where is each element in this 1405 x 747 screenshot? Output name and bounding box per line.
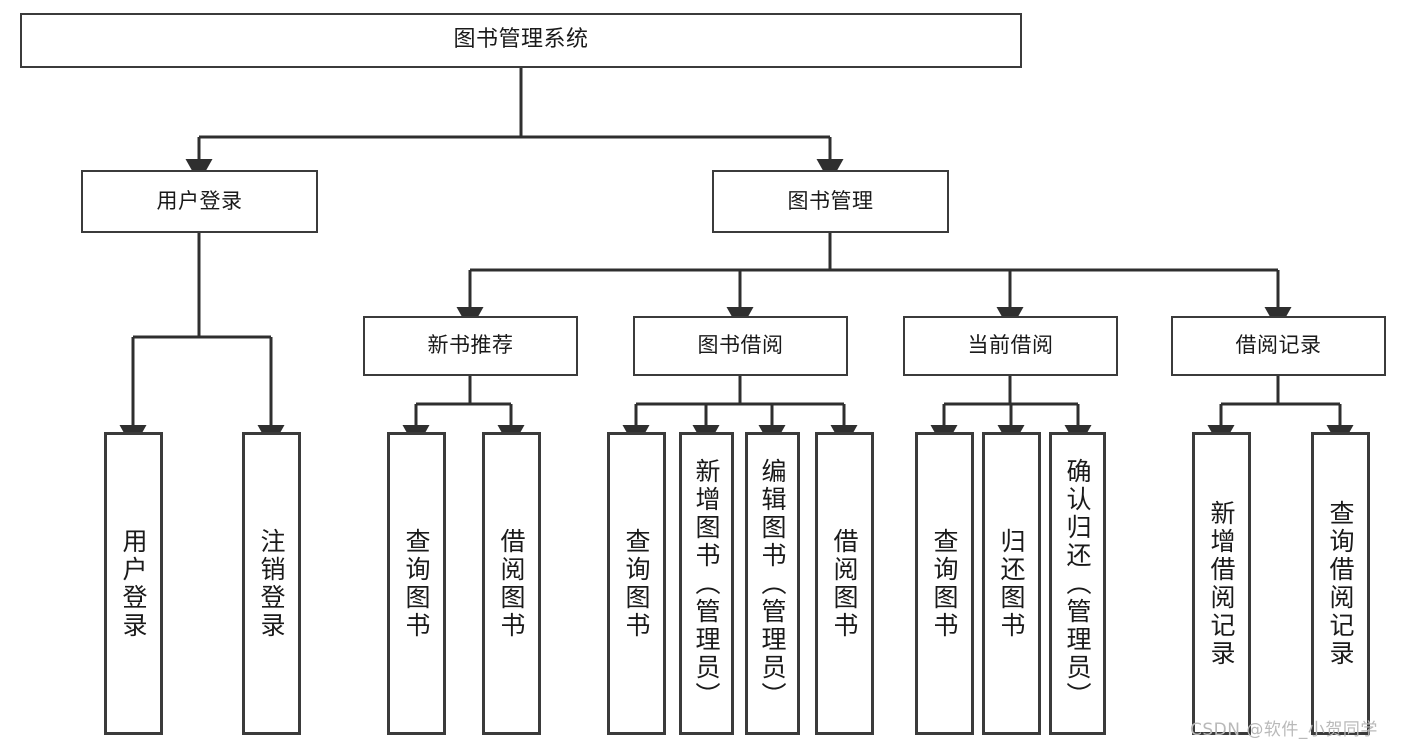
node-label: 借阅记录: [1235, 333, 1322, 358]
node-label: 查询图书: [622, 527, 651, 640]
node-leaf-query-book-borrow[interactable]: 查询图书: [607, 432, 666, 735]
node-label: 新增借阅记录: [1207, 499, 1236, 668]
node-leaf-logout[interactable]: 注销登录: [242, 432, 301, 735]
node-label: 查询图书: [930, 527, 959, 640]
node-book-borrow[interactable]: 图书借阅: [633, 316, 848, 376]
node-leaf-query-book-recommend[interactable]: 查询图书: [387, 432, 446, 735]
node-leaf-add-book-admin[interactable]: 新增图书（管理员）: [679, 432, 734, 735]
node-label: 借阅图书: [830, 527, 859, 640]
node-leaf-borrow-book-recommend[interactable]: 借阅图书: [482, 432, 541, 735]
node-leaf-query-borrow-record[interactable]: 查询借阅记录: [1311, 432, 1370, 735]
node-leaf-add-borrow-record[interactable]: 新增借阅记录: [1192, 432, 1251, 735]
node-label: 借阅图书: [497, 527, 526, 640]
node-label: 用户登录: [156, 188, 243, 213]
node-label: 当前借阅: [967, 333, 1054, 358]
node-current-borrow[interactable]: 当前借阅: [903, 316, 1118, 376]
node-user-login[interactable]: 用户登录: [81, 170, 318, 233]
node-leaf-borrow-book[interactable]: 借阅图书: [815, 432, 874, 735]
node-label: 查询借阅记录: [1326, 499, 1355, 668]
node-label: 注销登录: [257, 527, 286, 640]
node-new-book-recommend[interactable]: 新书推荐: [363, 316, 578, 376]
node-label: 图书借阅: [697, 333, 784, 358]
node-book-management[interactable]: 图书管理: [712, 170, 949, 233]
node-label: 新书推荐: [427, 333, 514, 358]
watermark-text: CSDN @软件_小贺同学: [1190, 720, 1378, 740]
node-leaf-user-login[interactable]: 用户登录: [104, 432, 163, 735]
node-label: 归还图书: [997, 527, 1026, 640]
node-label: 新增图书（管理员）: [692, 457, 721, 710]
node-leaf-query-book-current[interactable]: 查询图书: [915, 432, 974, 735]
node-label: 图书管理系统: [453, 27, 589, 53]
node-label: 图书管理: [787, 188, 874, 213]
node-label: 用户登录: [119, 527, 148, 640]
node-leaf-edit-book-admin[interactable]: 编辑图书（管理员）: [745, 432, 800, 735]
node-borrow-records[interactable]: 借阅记录: [1171, 316, 1386, 376]
node-label: 查询图书: [402, 527, 431, 640]
node-leaf-confirm-return-admin[interactable]: 确认归还（管理员）: [1049, 432, 1106, 735]
node-label: 确认归还（管理员）: [1063, 457, 1092, 710]
node-root-system[interactable]: 图书管理系统: [20, 13, 1022, 68]
node-leaf-return-book[interactable]: 归还图书: [982, 432, 1041, 735]
node-label: 编辑图书（管理员）: [758, 457, 787, 710]
